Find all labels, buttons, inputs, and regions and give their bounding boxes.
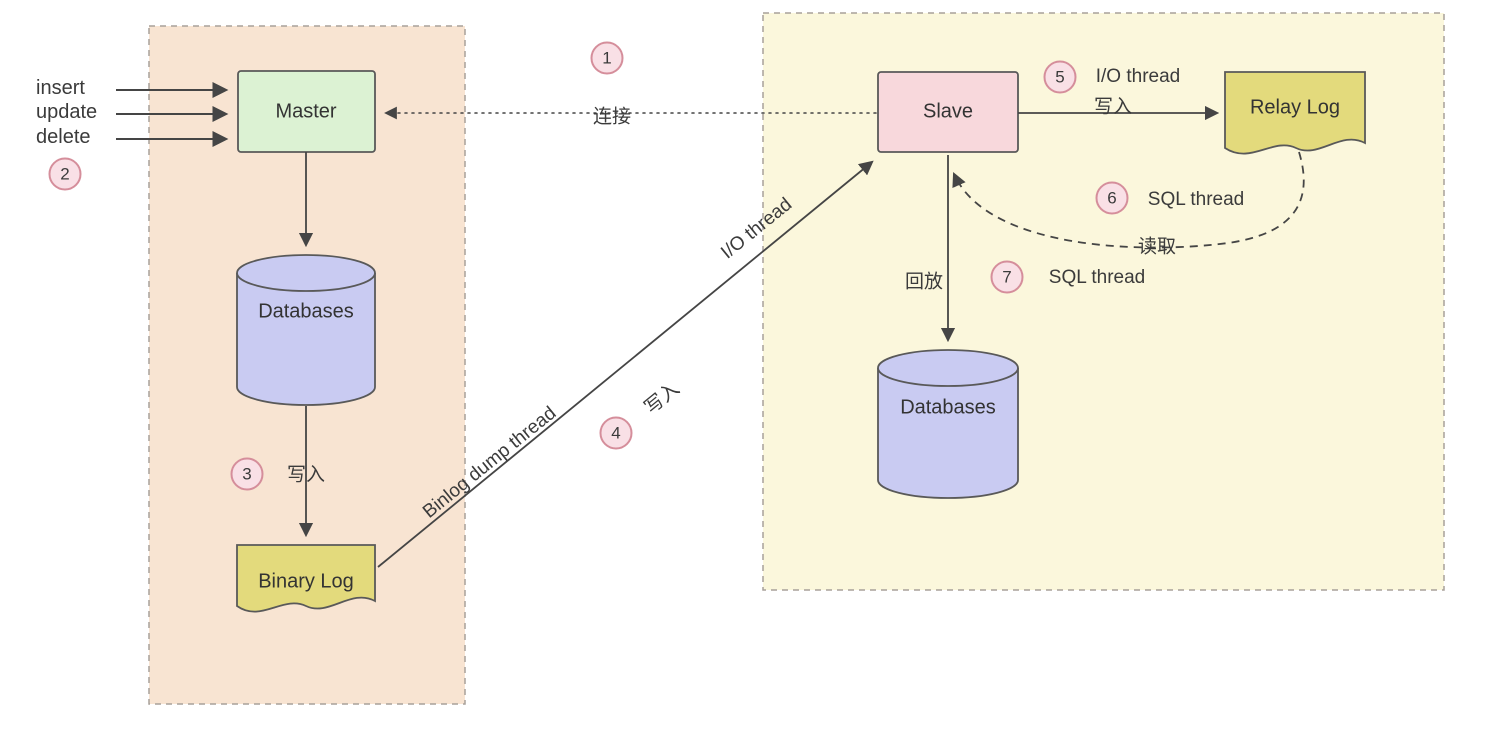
slave-databases-cylinder-top [877,349,1019,387]
step6-circle: 6 [1095,181,1129,215]
step2-circle: 2 [48,157,82,191]
step5-io-thread-label: I/O thread [1095,66,1181,87]
step4-circle: 4 [599,416,633,450]
master-databases-cylinder-top [236,254,376,292]
read-relay-label: 读取 [1137,236,1177,258]
slave-databases-label: Databases [900,396,996,419]
step3-circle: 3 [230,457,264,491]
slave-databases-cylinder-body [877,368,1019,499]
binlog-dump-thread-arrow [377,160,874,568]
step5-circle: 5 [1043,60,1077,94]
step1-connect-label: 连接 [592,106,632,128]
slave-label: Slave [922,100,974,123]
binary-log-node [236,544,376,613]
step6-sql-thread-label: SQL thread [1147,189,1245,210]
master-databases-label: Databases [258,300,354,323]
write-to-relay-label: 写入 [1093,96,1133,118]
update-label: update [36,101,98,123]
relay-log-node [1224,71,1366,155]
delete-label: delete [36,126,91,148]
relay-log-label: Relay Log [1249,96,1341,119]
step7-circle: 7 [990,260,1024,294]
master-databases-cylinder-body [236,273,376,406]
binary-log-label: Binary Log [258,570,354,593]
step7-sql-thread-label: SQL thread [1048,267,1146,288]
relaylog-to-slave-dashed-arrow [952,151,1305,249]
insert-label: insert [36,77,85,99]
replay-label: 回放 [904,271,944,293]
slave-node [877,71,1019,153]
step3-write-label: 写入 [286,464,326,486]
step1-circle: 1 [590,41,624,75]
master-label: Master [275,100,337,123]
